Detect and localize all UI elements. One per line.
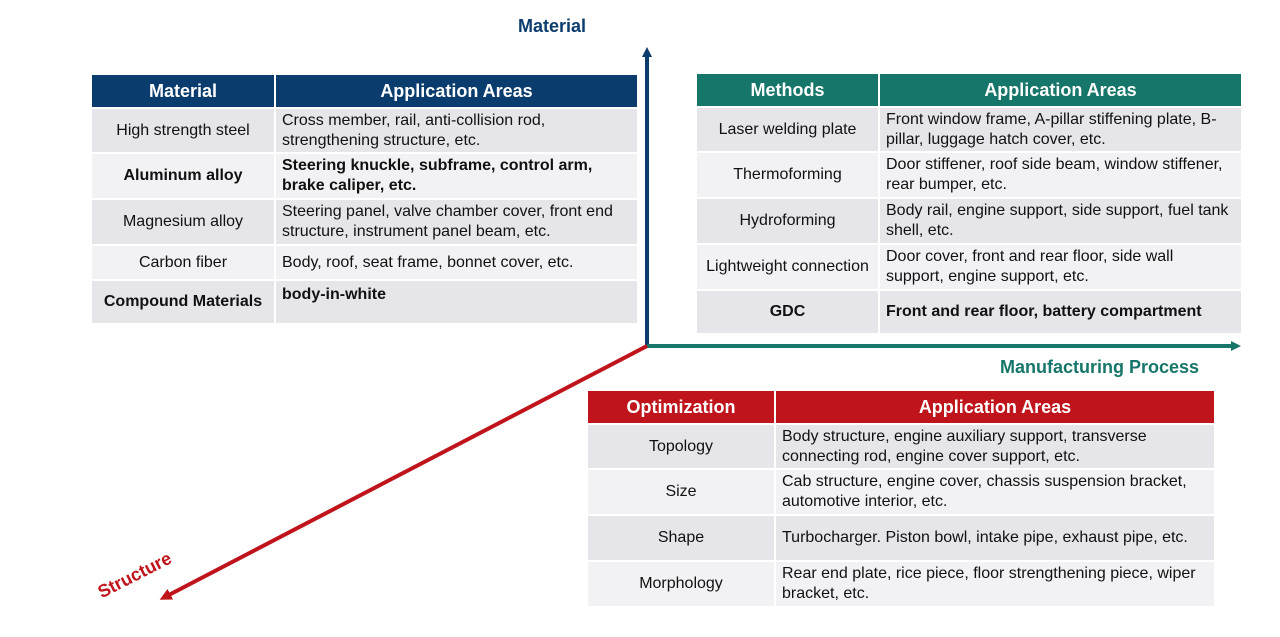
material-areas: Steering knuckle, subframe, control arm,…	[276, 152, 637, 198]
method-name: Thermoforming	[697, 151, 880, 197]
material-areas: Cross member, rail, anti-collision rod, …	[276, 107, 637, 152]
table-row: Lightweight connection Door cover, front…	[697, 243, 1241, 289]
material-areas: body-in-white	[276, 279, 637, 323]
material-name: Aluminum alloy	[92, 152, 276, 198]
method-areas: Body rail, engine support, side support,…	[880, 197, 1241, 243]
optimization-table: Optimization Application Areas Topology …	[588, 391, 1214, 606]
material-areas-header: Application Areas	[380, 80, 533, 101]
table-row: Thermoforming Door stiffener, roof side …	[697, 151, 1241, 197]
optimization-header: Optimization	[588, 391, 776, 423]
optimization-areas-header: Application Areas	[918, 396, 1072, 417]
optimization-name: Size	[588, 468, 776, 514]
material-name: High strength steel	[92, 107, 276, 152]
method-name: Laser welding plate	[697, 106, 880, 151]
table-row: Compound Materials body-in-white	[92, 279, 637, 323]
table-row: High strength steel Cross member, rail, …	[92, 107, 637, 152]
optimization-areas: Rear end plate, rice piece, floor streng…	[776, 560, 1214, 606]
table-row: Magnesium alloy Steering panel, valve ch…	[92, 198, 637, 244]
method-areas: Door stiffener, roof side beam, window s…	[880, 151, 1241, 197]
methods-areas-header: Application Areas	[984, 79, 1137, 100]
method-name: Lightweight connection	[697, 243, 880, 289]
material-areas: Steering panel, valve chamber cover, fro…	[276, 198, 637, 244]
optimization-name: Morphology	[588, 560, 776, 606]
material-header: Material	[92, 75, 276, 107]
method-areas: Front and rear floor, battery compartmen…	[880, 289, 1241, 333]
table-row: Size Cab structure, engine cover, chassi…	[588, 468, 1214, 514]
methods-header: Methods	[697, 74, 880, 106]
table-row: Aluminum alloy Steering knuckle, subfram…	[92, 152, 637, 198]
optimization-areas: Body structure, engine auxiliary support…	[776, 423, 1214, 468]
material-name: Magnesium alloy	[92, 198, 276, 244]
material-areas: Body, roof, seat frame, bonnet cover, et…	[276, 244, 637, 279]
table-row: Carbon fiber Body, roof, seat frame, bon…	[92, 244, 637, 279]
table-row: Hydroforming Body rail, engine support, …	[697, 197, 1241, 243]
material-table: Material Application Areas High strength…	[92, 75, 637, 323]
method-areas: Door cover, front and rear floor, side w…	[880, 243, 1241, 289]
optimization-areas: Cab structure, engine cover, chassis sus…	[776, 468, 1214, 514]
material-axis-label: Material	[518, 16, 587, 36]
method-name: GDC	[697, 289, 880, 333]
optimization-name: Shape	[588, 514, 776, 560]
method-name: Hydroforming	[697, 197, 880, 243]
manufacturing-axis-label: Manufacturing Process	[1000, 357, 1200, 377]
table-row: Laser welding plate Front window frame, …	[697, 106, 1241, 151]
material-name: Carbon fiber	[92, 244, 276, 279]
optimization-name: Topology	[588, 423, 776, 468]
method-areas: Front window frame, A-pillar stiffening …	[880, 106, 1241, 151]
table-row: Morphology Rear end plate, rice piece, f…	[588, 560, 1214, 606]
table-row: Shape Turbocharger. Piston bowl, intake …	[588, 514, 1214, 560]
table-row: Topology Body structure, engine auxiliar…	[588, 423, 1214, 468]
material-name: Compound Materials	[92, 279, 276, 323]
methods-table: Methods Application Areas Laser welding …	[697, 74, 1241, 333]
optimization-areas: Turbocharger. Piston bowl, intake pipe, …	[776, 514, 1214, 560]
structure-axis-line	[159, 344, 648, 600]
table-row: GDC Front and rear floor, battery compar…	[697, 289, 1241, 333]
